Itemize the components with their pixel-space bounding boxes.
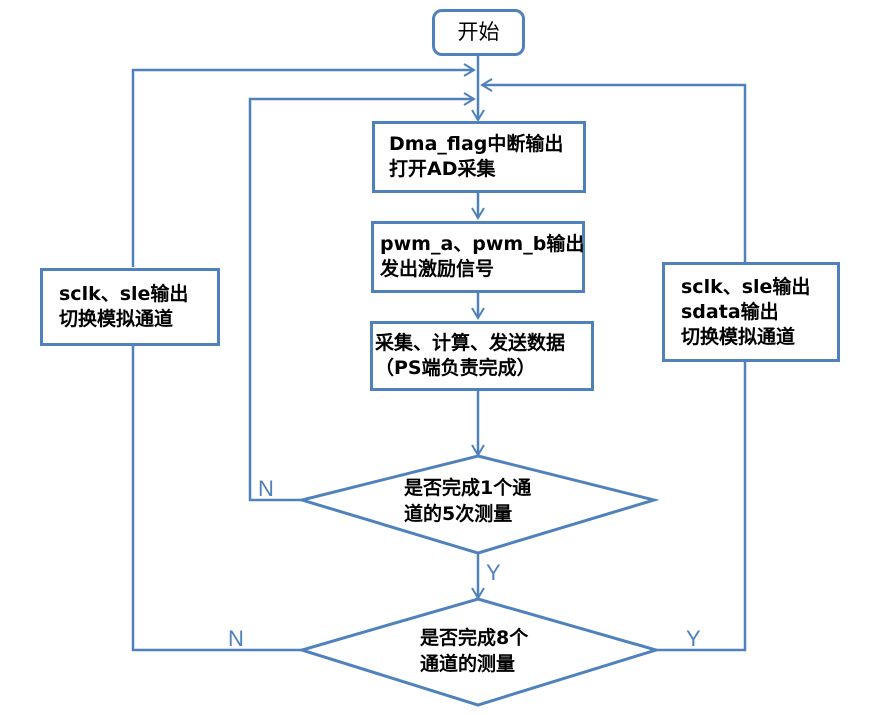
decision2-diamond [296,597,662,707]
edge-decision2-yes [656,362,747,652]
dma-node: Dma_flag中断输出 打开AD采集 [372,121,586,193]
start-node: 开始 [432,9,525,56]
collect-line-2: （PS端负责完成） [375,357,536,379]
decision2-line-1: 是否完成8个 [420,627,529,649]
decision1-line-1: 是否完成1个通 [404,477,532,499]
right-switch-line-3: 切换模拟通道 [681,325,796,348]
right-switch-node: sclk、sle输出 sdata输出 切换模拟通道 [662,262,840,362]
edge-decision1-no-loop [248,92,476,502]
dma-line-1: Dma_flag中断输出 [389,133,564,155]
decision1-text: 是否完成1个通 道的5次测量 [404,475,531,527]
left-switch-node: sclk、sle输出 切换模拟通道 [40,268,220,346]
right-switch-line-2: sdata输出 [681,300,779,323]
collect-node: 采集、计算、发送数据 （PS端负责完成） [370,321,594,391]
start-label: 开始 [457,20,500,44]
left-switch-line-1: sclk、sle输出 [59,283,189,305]
pwm-line-1: pwm_a、pwm_b输出 [380,233,585,255]
decision2-no-label: N [228,626,244,651]
pwm-node: pwm_a、pwm_b输出 发出激励信号 [371,221,585,293]
decision2-yes-label: Y [686,626,701,651]
edge-right-switch-loop [480,78,747,262]
pwm-line-2: 发出激励信号 [380,258,495,280]
decision1-yes-label: Y [486,560,501,585]
right-switch-line-1: sclk、sle输出 [681,275,811,298]
edge-left-switch-loop [131,63,476,267]
dma-line-2: 打开AD采集 [389,158,496,180]
collect-line-1: 采集、计算、发送数据 [375,332,566,354]
left-switch-line-2: 切换模拟通道 [59,308,174,330]
decision2-line-2: 通道的测量 [420,653,516,675]
edge-decision2-no [131,346,302,652]
decision2-text: 是否完成8个 通道的测量 [420,625,528,677]
decision1-no-label: N [258,476,274,501]
decision1-diamond [296,454,660,555]
decision1-line-2: 道的5次测量 [404,503,513,525]
